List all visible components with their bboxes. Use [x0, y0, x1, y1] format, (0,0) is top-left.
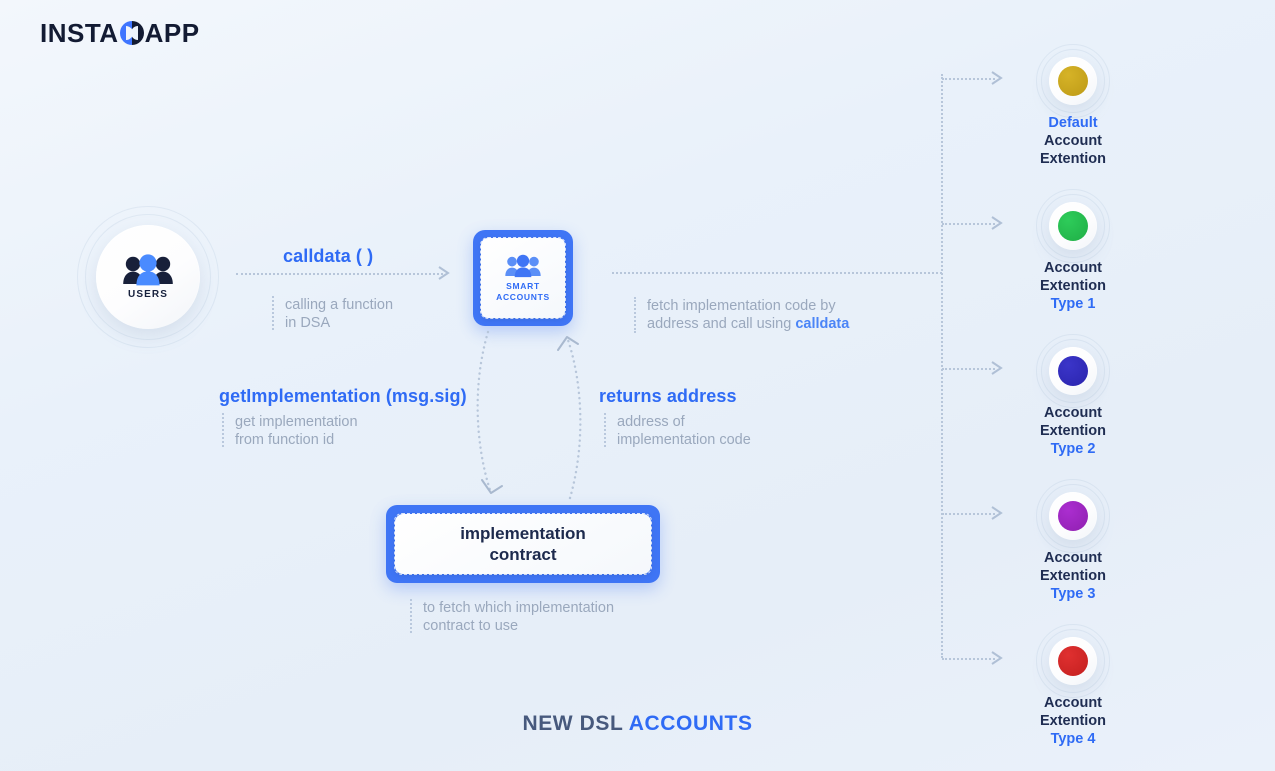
smart-accounts-node[interactable]: SMART ACCOUNTS: [473, 230, 573, 326]
fetch-caption-plain: fetch implementation code by address and…: [647, 298, 836, 332]
footer-title-plain: NEW DSL: [522, 712, 629, 735]
footer-title: NEW DSL ACCOUNTS: [0, 712, 1275, 736]
brand-name-right: APP: [144, 18, 200, 48]
extension-label-line3: Type 2: [1050, 441, 1096, 457]
fetch-caption: fetch implementation code by address and…: [647, 297, 849, 333]
extension-node-5[interactable]: [1036, 624, 1110, 698]
extension-disc: [1049, 202, 1097, 250]
fetch-line: [612, 272, 942, 274]
extension-disc: [1049, 347, 1097, 395]
extension-branch-line: [942, 368, 995, 370]
brand-logo: INSTA APP: [40, 20, 200, 46]
extension-branch-line: [942, 658, 995, 660]
extension-disc: [1049, 57, 1097, 105]
extension-branch-line: [942, 513, 995, 515]
extension-label-line1: Account: [1044, 550, 1102, 566]
users-node[interactable]: USERS: [77, 206, 219, 348]
calldata-caption: calling a function in DSA: [285, 297, 394, 331]
implementation-contract-label: implementation contract: [460, 524, 586, 564]
users-group-icon: [123, 254, 173, 286]
footer-title-highlight: ACCOUNTS: [628, 712, 753, 735]
calldata-arrow-line: [236, 273, 443, 275]
extension-label-line2: Extention: [1039, 713, 1107, 729]
brand-name-left: INSTA: [40, 18, 119, 48]
extension-branch-arrow-head: [990, 505, 1004, 521]
get-implementation-arrow-head: [481, 479, 503, 494]
extension-color-dot: [1058, 646, 1088, 676]
extension-branch-arrow-head: [990, 360, 1004, 376]
extension-color-dot: [1058, 501, 1088, 531]
extension-node-1[interactable]: [1036, 44, 1110, 118]
returns-address-arrow-head: [557, 336, 579, 351]
extension-label-line1: Default: [1048, 115, 1098, 131]
extension-node-2[interactable]: [1036, 189, 1110, 263]
extension-label-line3: Type 4: [1050, 731, 1096, 747]
extension-node-3[interactable]: [1036, 334, 1110, 408]
users-disc: USERS: [96, 225, 200, 329]
extension-label-line2: Extention: [1039, 278, 1107, 294]
extension-disc: [1049, 637, 1097, 685]
calldata-arrow-head: [437, 265, 451, 281]
smart-accounts-label: SMART ACCOUNTS: [496, 280, 550, 302]
extension-node-4[interactable]: [1036, 479, 1110, 553]
get-implementation-title: getImplementation (msg.sig): [219, 386, 467, 406]
calldata-title: calldata ( ): [283, 246, 374, 266]
get-implementation-curve: [476, 330, 492, 492]
returns-address-curve: [566, 338, 582, 500]
extension-color-dot: [1058, 211, 1088, 241]
extension-label-line1: Account: [1044, 695, 1102, 711]
extension-label-line2: Extention: [1039, 568, 1107, 584]
users-group-icon: [505, 254, 541, 277]
implementation-contract-caption-block: to fetch which implementation contract t…: [410, 599, 710, 635]
extension-disc: [1049, 492, 1097, 540]
implementation-contract-caption: to fetch which implementation contract t…: [423, 600, 615, 634]
extension-label-line3: Type 3: [1050, 586, 1096, 602]
returns-address-caption: address of implementation code: [617, 414, 751, 448]
get-implementation-caption-block: get implementation from function id: [222, 413, 472, 449]
users-label: USERS: [128, 289, 168, 300]
returns-address-caption-block: address of implementation code: [604, 413, 854, 449]
get-implementation-caption: get implementation from function id: [235, 414, 358, 448]
implementation-contract-node[interactable]: implementation contract: [386, 505, 660, 583]
instadapp-split-circle-icon: [119, 21, 144, 45]
extension-branch-line: [942, 223, 995, 225]
extension-branch-arrow-head: [990, 215, 1004, 231]
extension-branch-arrow-head: [990, 70, 1004, 86]
returns-address-title: returns address: [599, 386, 737, 406]
calldata-caption-block: calling a function in DSA: [272, 296, 472, 332]
extension-label-line2: Extention: [1039, 423, 1107, 439]
extension-label-line1: Account: [1044, 260, 1102, 276]
extension-branch-line: [942, 78, 995, 80]
fetch-caption-block: fetch implementation code by address and…: [634, 297, 934, 333]
fetch-caption-highlight: calldata: [795, 316, 850, 332]
smart-accounts-impl-connectors: [476, 330, 582, 500]
extension-trunk-line: [941, 74, 943, 658]
extension-color-dot: [1058, 66, 1088, 96]
extension-label-line2: Account: [1044, 133, 1102, 149]
extension-label-line1: Account: [1044, 405, 1102, 421]
extension-branch-arrow-head: [990, 650, 1004, 666]
extension-color-dot: [1058, 356, 1088, 386]
extension-label-line3: Extention: [1039, 151, 1107, 167]
extension-label-line3: Type 1: [1050, 296, 1096, 312]
